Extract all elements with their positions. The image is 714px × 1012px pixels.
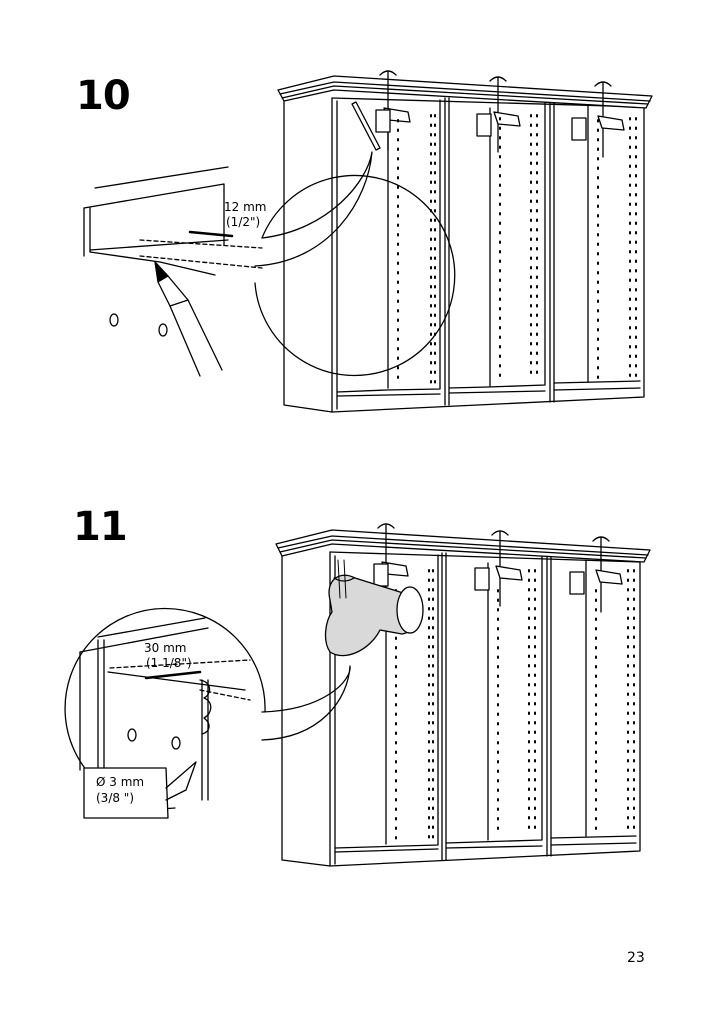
step-10-measurement-metric: 12 mm <box>224 200 267 214</box>
crown-moulding <box>277 75 653 109</box>
zoom-bubble <box>83 151 456 377</box>
drill <box>324 559 424 657</box>
step-11-number: 11 <box>73 504 128 550</box>
crown-moulding <box>275 529 651 563</box>
clamps <box>373 523 623 613</box>
drill-bit-diameter-label: Ø 3 mm <box>96 775 145 789</box>
step-10-number: 10 <box>76 73 131 119</box>
page-number: 23 <box>627 950 645 966</box>
clamps <box>375 70 625 158</box>
step-11-measurement-imperial: (1 1/8") <box>146 656 192 670</box>
zoom-bubble <box>64 607 351 819</box>
step-10-measurement-imperial: (1/2") <box>226 215 261 229</box>
drill-bit-diameter-imperial-label: (3/8 ") <box>96 791 135 805</box>
step-11-measurement-metric: 30 mm <box>144 641 187 655</box>
